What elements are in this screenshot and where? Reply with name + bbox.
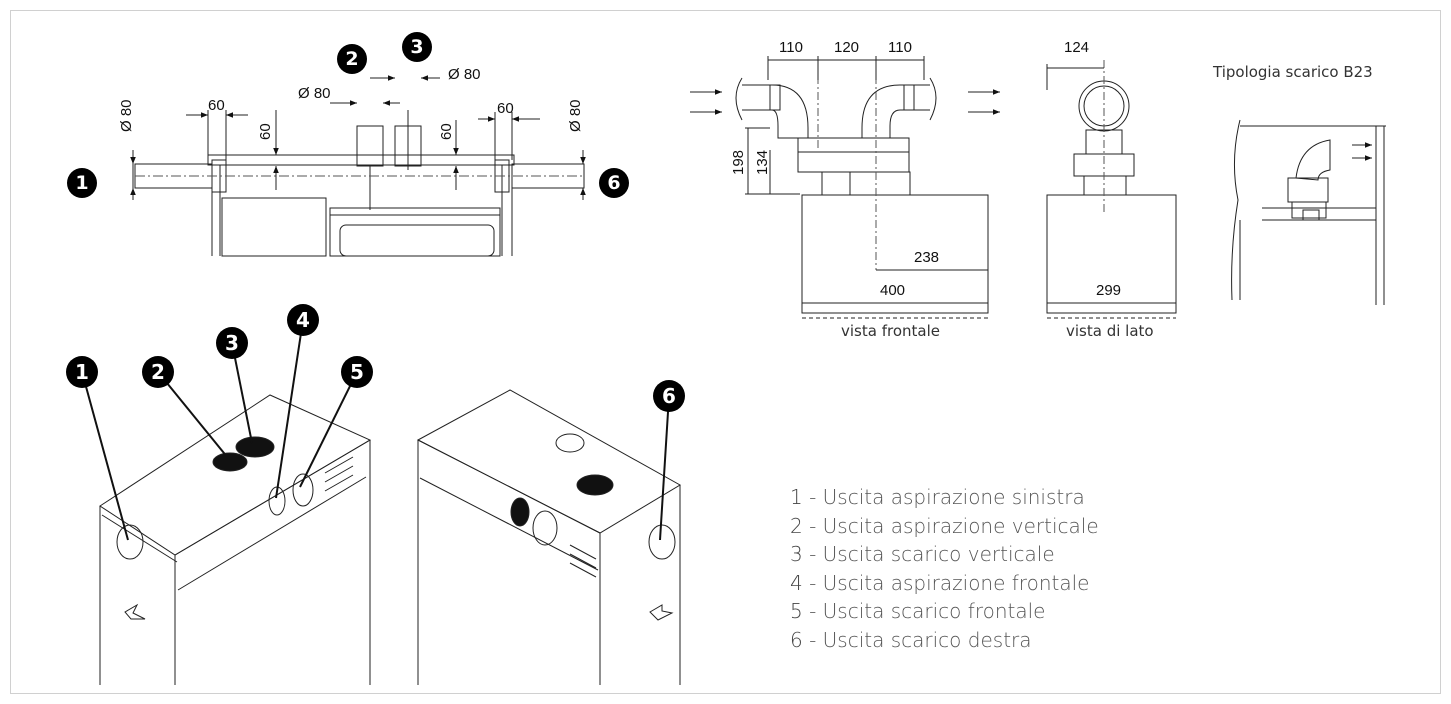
dim-60-left-v: 60 (257, 123, 274, 140)
boiler-right-drawing (416, 389, 681, 685)
boiler-left-drawing (99, 394, 372, 685)
badge-top-2: 2 (337, 44, 367, 74)
iso-leaders (81, 319, 670, 541)
dim-124: 124 (1064, 39, 1089, 56)
side-view-dimensions: 124 299 vista di lato (1064, 39, 1154, 340)
caption-side-view: vista di lato (1066, 322, 1154, 340)
dim-198: 198 (730, 150, 747, 175)
badge-top-6: 6 (599, 168, 629, 198)
badge-iso-2: 2 (142, 356, 174, 388)
top-view-drawing (130, 75, 586, 257)
figure-frame (10, 10, 1441, 694)
svg-text:6: 6 (607, 172, 620, 194)
svg-text:2: 2 (151, 360, 165, 384)
legend-item: 4 - Uscita aspirazione frontale (790, 570, 1090, 595)
b23-title: Tipologia scarico B23 (1212, 63, 1373, 81)
legend-item: 1 - Uscita aspirazione sinistra (790, 485, 1085, 509)
top-view-dimensions: Ø 80 60 60 Ø 80 Ø 80 60 60 Ø 80 (118, 66, 584, 140)
badge-iso-3: 3 (216, 327, 248, 359)
legend-item: 6 - Uscita scarico destra (790, 627, 1032, 652)
dim-110-a: 110 (779, 39, 803, 56)
front-view-dimensions: 110 120 110 198 134 238 400 vista fronta… (730, 39, 940, 340)
dim-d80-left: Ø 80 (118, 99, 135, 132)
dim-d80-mid: Ø 80 (298, 85, 331, 102)
svg-text:3: 3 (410, 36, 423, 58)
side-view-drawing (1046, 60, 1177, 319)
svg-text:5: 5 (350, 360, 364, 384)
svg-text:2: 2 (345, 48, 358, 70)
badge-iso-5: 5 (341, 356, 373, 388)
dim-238: 238 (914, 249, 939, 266)
caption-front-view: vista frontale (841, 322, 940, 340)
dim-60-right-v: 60 (438, 123, 455, 140)
dim-d80-top: Ø 80 (448, 66, 481, 83)
legend-item: 5 - Uscita scarico frontale (790, 599, 1046, 624)
badge-iso-4: 4 (287, 304, 319, 336)
dim-60-left-h: 60 (208, 97, 225, 114)
svg-text:6: 6 (662, 384, 676, 408)
dim-60-right-h: 60 (497, 100, 514, 117)
svg-text:1: 1 (75, 172, 88, 194)
dim-110-b: 110 (888, 39, 912, 56)
svg-text:4: 4 (296, 308, 310, 332)
dim-134: 134 (754, 150, 771, 175)
dim-120: 120 (834, 39, 859, 56)
badge-top-1: 1 (67, 168, 97, 198)
outlet-legend: 1 - Uscita aspirazione sinistra 2 - Usci… (790, 483, 1099, 655)
b23-drawing (1231, 119, 1386, 305)
legend-item: 2 - Uscita aspirazione verticale (790, 513, 1099, 538)
svg-text:3: 3 (225, 331, 239, 355)
badge-iso-6: 6 (653, 380, 685, 412)
dim-d80-right: Ø 80 (567, 99, 584, 132)
badge-top-3: 3 (402, 32, 432, 62)
svg-text:1: 1 (75, 360, 89, 384)
front-view-drawing (690, 56, 1000, 319)
dim-400: 400 (880, 282, 905, 299)
dim-299: 299 (1096, 282, 1121, 299)
badge-iso-1: 1 (66, 356, 98, 388)
legend-item: 3 - Uscita scarico verticale (790, 542, 1055, 567)
